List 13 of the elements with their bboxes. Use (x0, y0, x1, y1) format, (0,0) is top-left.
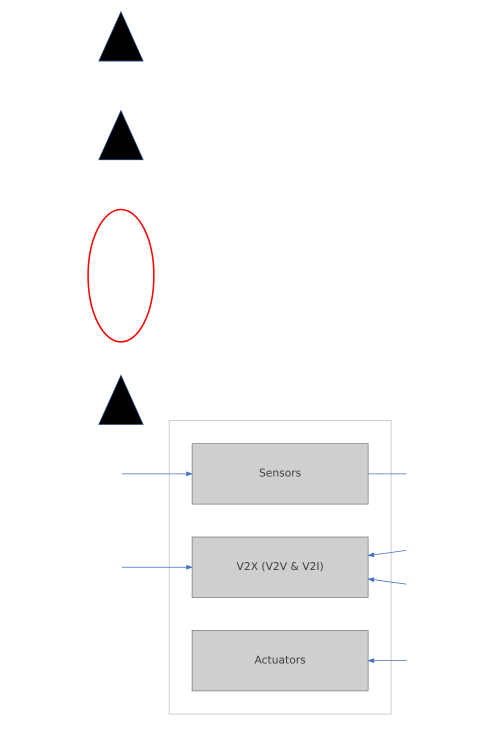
node-box: Sensors (191, 443, 368, 504)
node-box: V2X (V2V & V2I) (191, 536, 368, 598)
cluster (168, 420, 391, 715)
node-ellipse (86, 208, 154, 343)
arrow (366, 577, 406, 584)
node-callout (98, 374, 144, 425)
node-box: Actuators (191, 630, 368, 692)
node-callout (98, 10, 144, 62)
arrow (366, 658, 406, 664)
arrow (366, 550, 406, 558)
arrow (120, 471, 193, 476)
node-callout (98, 109, 144, 160)
arrow (120, 564, 193, 570)
